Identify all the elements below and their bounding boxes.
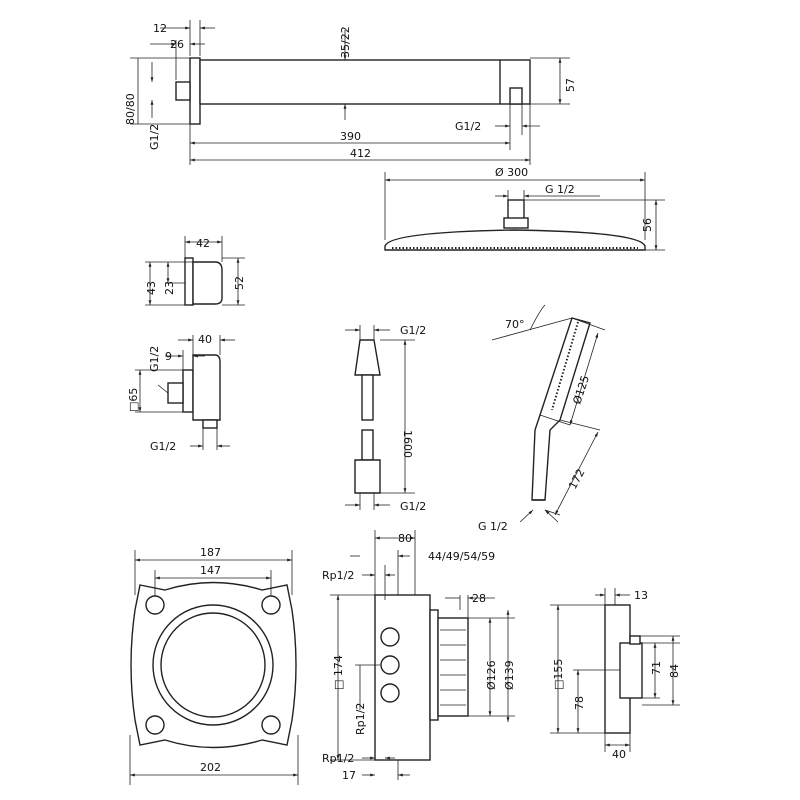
dim-174: □ 174 (332, 655, 345, 690)
dim-plate-13: 13 (634, 589, 648, 602)
dim-d126: Ø126 (485, 660, 498, 690)
dim-g12-arm-right: G1/2 (455, 120, 481, 133)
dim-172: 172 (566, 467, 587, 492)
dim-390: 390 (340, 130, 361, 143)
mounting-box-side: 80 44/49/54/59 Rp1/2 28 □ 174 Ø126 Ø139 … (322, 530, 516, 782)
dim-body-80: 80 (398, 532, 412, 545)
dim-80-80: 80/80 (124, 93, 137, 125)
dim-outlet-g12-top: G1/2 (148, 346, 161, 372)
dim-body-17: 17 (342, 769, 356, 782)
dim-rp12-mid: Rp1/2 (354, 703, 367, 735)
wall-outlet: G1/2 40 9 □65 G1/2 (127, 333, 235, 453)
dim-35-22: 35/22 (339, 26, 352, 58)
dim-rp12-bottom: Rp1/2 (322, 752, 354, 765)
dim-52: 52 (233, 276, 246, 290)
dim-plate-40: 40 (612, 748, 626, 761)
dim-rp12-top: Rp1/2 (322, 569, 354, 582)
dim-412: 412 (350, 147, 371, 160)
dim-78: 78 (573, 696, 586, 710)
dim-outlet-9: 9 (165, 350, 172, 363)
dim-71: 71 (650, 661, 663, 675)
mounting-box-front: 187 147 202 (129, 546, 299, 785)
dim-hose-g12-bottom: G1/2 (400, 500, 426, 513)
dim-hose-g12-top: G1/2 (400, 324, 426, 337)
shower-hose: G1/2 1600 G1/2 (345, 324, 426, 513)
dim-g12-arm-left: G1/2 (148, 124, 161, 150)
dim-57: 57 (564, 78, 577, 92)
dim-d300: Ø 300 (495, 166, 528, 179)
dim-d125: Ø125 (570, 374, 592, 406)
dim-head-g12: G 1/2 (545, 183, 575, 196)
dim-body-44-59: 44/49/54/59 (428, 550, 495, 563)
wall-connector: 42 43 23 52 (145, 236, 246, 306)
dim-155: □155 (552, 659, 565, 690)
dim-outlet-40: 40 (198, 333, 212, 346)
trim-plate: 13 □155 71 84 78 40 (550, 588, 681, 761)
dim-70-deg: 70° (505, 318, 525, 331)
dim-202: 202 (200, 761, 221, 774)
dim-d139: Ø139 (503, 660, 516, 690)
dim-56: 56 (641, 218, 654, 232)
dim-body-28: 28 (472, 592, 486, 605)
dim-12: 12 (153, 22, 167, 35)
dim-43: 43 (145, 281, 158, 295)
dim-outlet-65: □65 (127, 388, 140, 412)
dim-84: 84 (668, 664, 681, 678)
dim-147: 147 (200, 564, 221, 577)
shower-arm: 12 26 35/22 80/80 G1/2 57 G1/2 390 412 (124, 20, 577, 165)
dim-42: 42 (196, 237, 210, 250)
dim-187: 187 (200, 546, 221, 559)
dim-26: 26 (170, 38, 184, 51)
dim-1600: 1600 (401, 430, 414, 458)
dim-hand-g12: G 1/2 (478, 520, 508, 533)
head-shower: Ø 300 G 1/2 56 (384, 166, 665, 251)
hand-shower: 70° Ø125 172 G 1/2 (478, 304, 606, 533)
dim-23: 23 (163, 281, 176, 295)
dim-outlet-g12-bottom: G1/2 (150, 440, 176, 453)
